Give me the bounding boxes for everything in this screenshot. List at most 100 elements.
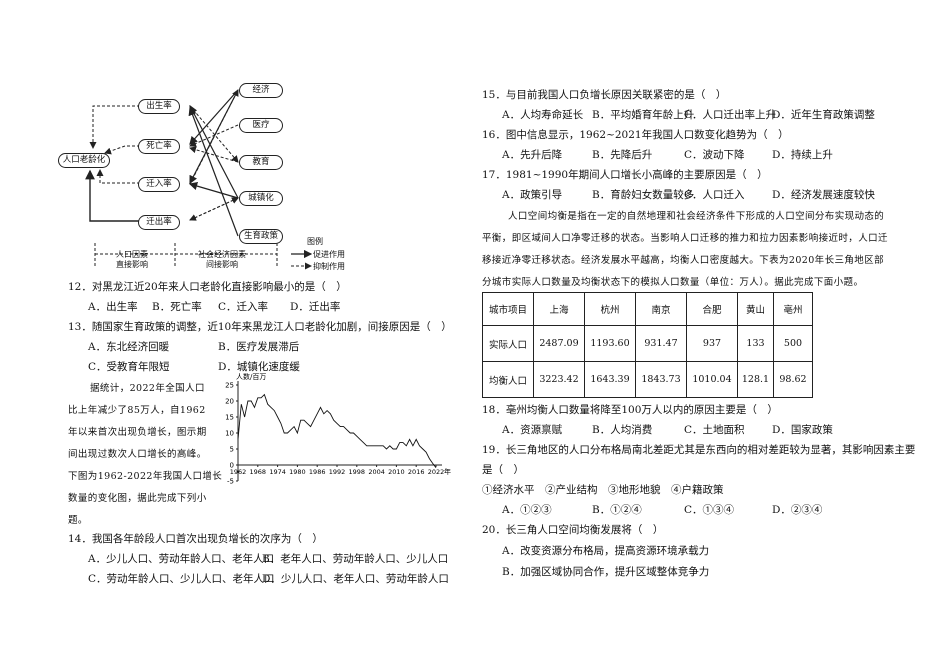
q18-option-c: C．土地面积 [684,424,745,436]
y-tick-label: 20 [225,398,234,406]
x-tick-label: 1962 [230,468,247,476]
q16-option-a: A．先升后降 [502,149,563,161]
table-header-cell: 亳州 [773,292,813,326]
q17-option-b: B．育龄妇女数量较多 [592,189,695,201]
question-15: 15．与目前我国人口负增长原因关联紧密的是（ ） [482,89,727,101]
q14-option-d: D．少儿人口、老年人口、劳动年龄人口 [262,573,449,585]
table-cell: 133 [737,325,774,362]
q19-option-d: D．②③④ [772,504,823,516]
q12-option-d: D．迁出率 [290,301,341,313]
label-direct: 直接影响 [116,260,148,269]
question-19-cont: 是（ ） [482,464,524,476]
q19-items: ①经济水平 ②产业结构 ③地形地貌 ④户籍政策 [482,484,724,496]
q12-option-c: C．迁入率 [218,301,269,313]
x-tick-label: 2010 [388,468,405,476]
q16-option-c: C．波动下降 [684,149,745,161]
y-tick-label: 10 [225,430,234,438]
question-18: 18．亳州均衡人口数量将降至100万人以内的原因主要是（ ） [482,404,778,416]
passage2-line-2: 平衡，即区域间人口净零迁移的状态。当影响人口迁移的推力和拉力因素影响接近时，人口… [482,233,888,244]
q12-option-b: B．死亡率 [152,301,202,313]
passage-line-1: 据统计，2022年全国人口 [90,383,205,394]
passage2-line-4: 分城市实际人口数量及均衡状态下的模拟人口数量（单位：万人）。据此完成下面小题。 [482,277,864,288]
table-header-cell: 南京 [635,292,687,326]
table-cell: 1643.39 [584,361,636,398]
q16-option-d: D．持续上升 [772,149,833,161]
passage2-line-1: 人口空间均衡是指在一定的自然地理和社会经济条件下形成的人口空间分布实现动态的 [508,211,885,222]
x-tick-label: 1974 [269,468,286,476]
passage-line-5: 下图为1962-2022年我国人口增长 [68,471,223,482]
x-tick-label: 1968 [250,468,267,476]
y-tick-label: 15 [225,414,234,422]
node-medical: 医疗 [239,118,283,133]
passage2-line-3: 移接近净零迁移状态。经济发展水平越高，均衡人口密度越大。下表为2020年长三角地… [482,255,884,266]
passage-line-6: 数量的变化图，据此完成下列小 [68,493,207,504]
q17-option-a: A．政策引导 [502,189,563,201]
node-economy: 经济 [239,83,283,98]
table-row: 均衡人口 3223.42 1643.39 1843.73 1010.04 128… [482,361,813,398]
population-table: 城市项目 上海 杭州 南京 合肥 黄山 亳州 实际人口 2487.09 1193… [482,292,813,398]
passage-line-7: 题。 [68,515,88,526]
y-axis-label: 人数/百万 [236,373,266,381]
question-12: 12．对黑龙江近20年来人口老龄化直接影响最小的是（ ） [68,281,347,293]
q18-option-b: B．人均消费 [592,424,653,436]
q14-option-c: C．劳动年龄人口、少儿人口、老年人口 [88,573,275,585]
q12-option-a: A．出生率 [88,301,138,313]
x-tick-label: 1998 [349,468,366,476]
table-cell: 均衡人口 [482,361,534,398]
q18-option-d: D．国家政策 [772,424,833,436]
node-aging: 人口老龄化 [58,153,110,168]
q14-option-a: A．少儿人口、劳动年龄人口、老年人口 [88,553,275,565]
q19-option-c: C．①③④ [684,504,735,516]
q14-option-b: B．老年人口、劳动年龄人口、少儿人口 [262,553,449,565]
passage-line-2: 比上年减少了85万人，自1962 [68,405,206,416]
population-growth-line [237,393,437,468]
table-cell: 931.47 [635,325,687,362]
node-urbanization: 城镇化 [239,191,283,206]
label-population-factor: 人口因素 [116,250,148,259]
x-tick-label: 2016 [408,468,425,476]
q18-option-a: A．资源禀赋 [502,424,563,436]
table-cell: 1843.73 [635,361,687,398]
y-tick-label: 0 [230,462,234,470]
table-header-cell: 上海 [533,292,585,326]
node-education: 教育 [239,155,283,170]
q19-option-a: A．①②③ [502,504,552,516]
table-row: 实际人口 2487.09 1193.60 931.47 937 133 500 [482,325,813,362]
q16-option-b: B．先降后升 [592,149,653,161]
q15-option-d: D．近年生育政策调整 [772,109,875,121]
table-cell: 2487.09 [533,325,585,362]
q19-option-b: B．①②④ [592,504,642,516]
legend-inhibit: 抑制作用 [313,262,345,271]
table-cell: 1193.60 [584,325,636,362]
q15-option-b: B．平均婚育年龄上升 [592,109,695,121]
q13-option-b: B．医疗发展滞后 [218,341,300,353]
table-cell: 98.62 [773,361,813,398]
table-header-cell: 城市项目 [482,292,534,326]
y-tick-label: 25 [225,382,234,390]
table-cell: 128.1 [737,361,774,398]
question-19: 19．长三角地区的人口分布格局南北差距尤其是东西向的相对差距较为显著，其影响因素… [482,444,916,456]
legend-title: 图例 [307,237,323,246]
node-birth-rate: 出生率 [138,99,180,114]
q15-option-a: A．人均寿命延长 [502,109,584,121]
table-header-row: 城市项目 上海 杭州 南京 合肥 黄山 亳州 [482,292,813,326]
passage-line-4: 间出现过数次人口增长的高峰。 [68,449,207,460]
passage-line-3: 年以来首次出现负增长，图示期 [68,427,207,438]
table-cell: 1010.04 [686,361,738,398]
table-header-cell: 杭州 [584,292,636,326]
x-tick-label: 1980 [289,468,306,476]
table-cell: 实际人口 [482,325,534,362]
table-header-cell: 合肥 [686,292,738,326]
node-in-migration: 迁入率 [138,177,180,192]
x-tick-label: 2004 [368,468,385,476]
question-16: 16．图中信息显示，1962~2021年我国人口数变化趋势为（ ） [482,129,789,141]
x-tick-label: 1992 [329,468,346,476]
y-tick-label: -5 [227,478,234,486]
diagram-arrows [85,89,313,270]
table-cell: 3223.42 [533,361,585,398]
q20-option-a: A．改变资源分布格局，提高资源环境承载力 [502,545,710,557]
q15-option-c: C．人口迁出率上升 [684,109,777,121]
q17-option-d: D．经济发展速度较快 [772,189,875,201]
node-birth-policy: 生育政策 [239,229,283,244]
